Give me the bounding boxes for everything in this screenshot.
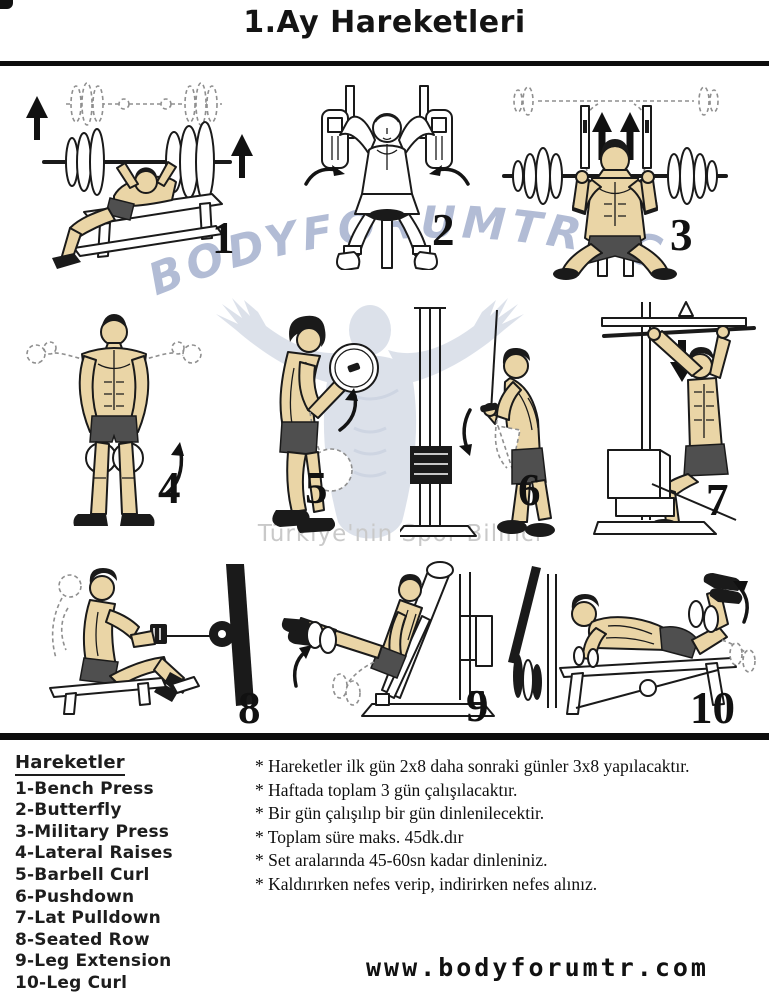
list-item: 1-Bench Press bbox=[15, 778, 154, 799]
pushdown-illustration bbox=[395, 307, 555, 537]
seated-row-illustration bbox=[49, 564, 254, 715]
exercise-number: 8 bbox=[238, 683, 261, 733]
exercise-cell-6 bbox=[395, 298, 598, 544]
divider bbox=[0, 61, 769, 66]
page-title: 1.Ay Hareketleri bbox=[243, 5, 526, 40]
list-item: 7-Lat Pulldown bbox=[15, 908, 161, 929]
exercise-list-heading: Hareketler bbox=[15, 752, 125, 776]
list-item: 10-Leg Curl bbox=[15, 972, 128, 993]
lat-pulldown-illustration bbox=[593, 301, 756, 535]
list-item: 9-Leg Extension bbox=[15, 951, 172, 972]
exercise-number: 6 bbox=[518, 465, 541, 515]
list-item: 2-Butterfly bbox=[15, 800, 122, 821]
website-url: www.bodyforumtr.com bbox=[366, 953, 709, 982]
exercise-number: 2 bbox=[432, 205, 455, 255]
leg-extension-illustration bbox=[281, 561, 495, 717]
exercise-cell-3 bbox=[492, 76, 738, 284]
exercise-number: 1 bbox=[212, 213, 235, 263]
note-line: * Toplam süre maks. 45dk.dır bbox=[255, 826, 464, 847]
exercise-cell-7 bbox=[590, 288, 768, 544]
exercise-cell-2 bbox=[292, 78, 482, 274]
exercise-cell-9 bbox=[280, 556, 500, 742]
note-line: * Set aralarında 45-60sn kadar dinlenini… bbox=[255, 850, 548, 871]
bench-press-illustration bbox=[26, 82, 253, 269]
note-line: * Hareketler ilk gün 2x8 daha sonraki gü… bbox=[255, 756, 690, 776]
exercise-cell-8 bbox=[10, 556, 282, 740]
barbell-curl-illustration bbox=[272, 315, 379, 533]
list-item: 4-Lateral Raises bbox=[15, 843, 173, 864]
list-item: 6-Pushdown bbox=[15, 886, 135, 907]
list-item: 8-Seated Row bbox=[15, 929, 150, 950]
note-line: * Bir gün çalışılıp bir gün dinlenilecek… bbox=[255, 803, 545, 824]
military-press-illustration bbox=[502, 86, 728, 280]
butterfly-illustration bbox=[304, 85, 470, 271]
lateral-raises-illustration bbox=[26, 314, 202, 526]
exercise-number: 5 bbox=[305, 463, 328, 513]
list-item: 5-Barbell Curl bbox=[15, 864, 150, 885]
leg-curl-illustration bbox=[508, 566, 756, 715]
exercise-cell-10 bbox=[498, 556, 764, 742]
exercise-number: 3 bbox=[670, 210, 693, 260]
exercise-cell-1 bbox=[14, 76, 258, 278]
exercise-number: 4 bbox=[158, 463, 181, 513]
workout-notes: * Hareketler ilk gün 2x8 daha sonraki gü… bbox=[255, 755, 760, 897]
exercise-number: 10 bbox=[690, 683, 735, 733]
corner-mark bbox=[0, 0, 13, 9]
exercise-number: 7 bbox=[706, 475, 729, 525]
exercise-cell-4 bbox=[14, 298, 218, 540]
list-item: 3-Military Press bbox=[15, 821, 170, 842]
exercise-list: Hareketler 1-Bench Press 2-Butterfly 3-M… bbox=[15, 752, 173, 995]
note-line: * Kaldırırken nefes verip, indirirken ne… bbox=[255, 873, 598, 894]
exercise-cell-5 bbox=[228, 298, 406, 542]
exercise-number: 9 bbox=[466, 681, 489, 731]
divider bbox=[0, 733, 769, 740]
note-line: * Haftada toplam 3 gün çalışılacaktır. bbox=[255, 779, 518, 800]
